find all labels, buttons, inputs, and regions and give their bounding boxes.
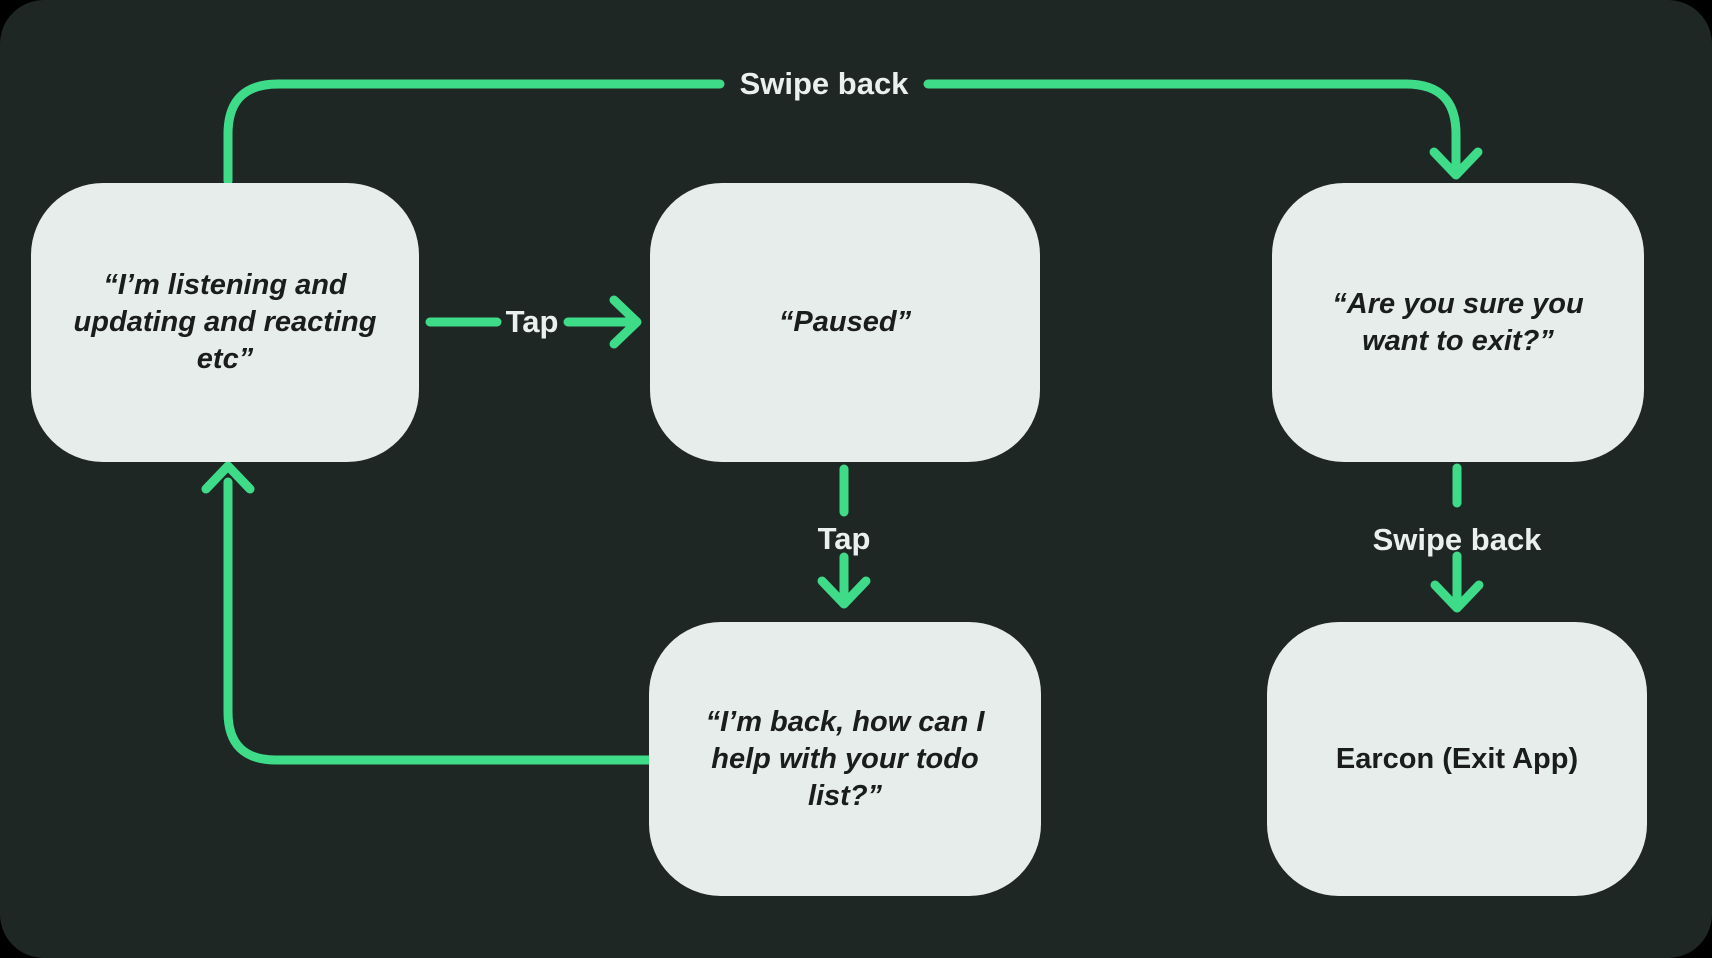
node-earcon-exit-line: Earcon (Exit App) bbox=[1335, 742, 1579, 775]
swipe-back-top-route-left bbox=[223, 79, 725, 186]
node-back-help-line: help with your todo bbox=[711, 742, 979, 775]
arrowhead-right-paused-icon bbox=[609, 295, 642, 349]
edge-label-tap-horizontal: Tap bbox=[505, 304, 559, 339]
node-earcon-exit: Earcon (Exit App) bbox=[1267, 622, 1647, 896]
node-exit-confirm: “Are you sure you want to exit?” bbox=[1272, 183, 1644, 462]
arrowhead-down-exit-confirm-icon bbox=[1429, 147, 1483, 180]
edge-label-swipe-back-top: Swipe back bbox=[739, 66, 909, 101]
node-back-help-line: list?” bbox=[807, 779, 883, 812]
node-listening-line: “I’m listening and bbox=[103, 269, 347, 301]
node-paused-line: “Paused” bbox=[778, 306, 912, 338]
node-paused: “Paused” bbox=[650, 183, 1040, 462]
arrowhead-down-earcon-icon bbox=[1430, 580, 1484, 613]
node-listening-line: etc” bbox=[196, 343, 254, 375]
node-listening-line: updating and reacting bbox=[73, 306, 377, 338]
node-back-help-line: “I’m back, how can I bbox=[705, 705, 985, 738]
swipe-back-top-route-right bbox=[923, 79, 1461, 173]
return-route-line bbox=[223, 477, 655, 765]
node-back-help: “I’m back, how can I help with your todo… bbox=[649, 622, 1041, 896]
edge-label-tap-vertical: Tap bbox=[817, 521, 871, 556]
edge-label-swipe-back-vertical: Swipe back bbox=[1372, 522, 1542, 557]
arrowhead-up-listening-icon bbox=[201, 461, 255, 494]
node-exit-confirm-line: “Are you sure you bbox=[1332, 287, 1584, 320]
node-exit-confirm-line: want to exit?” bbox=[1362, 324, 1554, 357]
arrowhead-down-back-help-icon bbox=[817, 576, 871, 609]
node-listening: “I’m listening and updating and reacting… bbox=[31, 183, 419, 462]
